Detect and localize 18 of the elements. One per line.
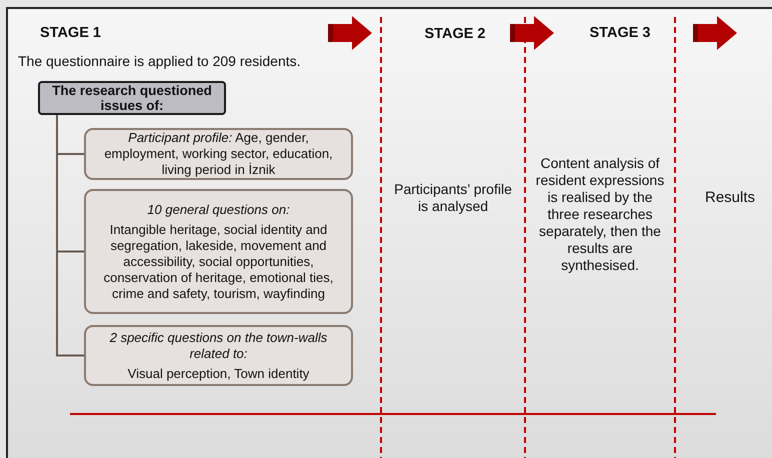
stage-text: Content analysis of resident expressions is realised by the three researches separately, then the results are synthesised. <box>534 155 666 274</box>
box-heading: 10 general questions on: <box>146 202 291 218</box>
question-box <box>84 128 353 180</box>
box-heading: 2 specific questions on the town-walls related to: <box>108 330 328 362</box>
question-box <box>84 325 353 386</box>
question-box <box>84 189 353 314</box>
box-text: Visual perception, Town identity <box>126 366 310 382</box>
stage-heading: STAGE 3 <box>588 25 652 42</box>
stage-heading: STAGE 2 <box>424 26 486 43</box>
box-heading: The research questioned issues of: <box>51 83 213 113</box>
box-text: Participant profile: Age, gender, employment, working sector, education, living period in İznik <box>103 130 334 178</box>
stage-text: Participants’ profile is analysed <box>393 181 513 215</box>
box-text: Intangible heritage, social identity and segregation, lakeside, movement and accessibility, social opportunities, conservation of heritage, emotional ties, crime and safety, tourism, wayfinding <box>102 222 334 302</box>
stage-heading: STAGE 1 <box>40 25 102 42</box>
description-text: The questionnaire is applied to 209 residents. <box>18 53 302 70</box>
heading-box <box>38 81 226 115</box>
connector-line <box>56 115 84 356</box>
stage-text: Results <box>704 189 756 206</box>
